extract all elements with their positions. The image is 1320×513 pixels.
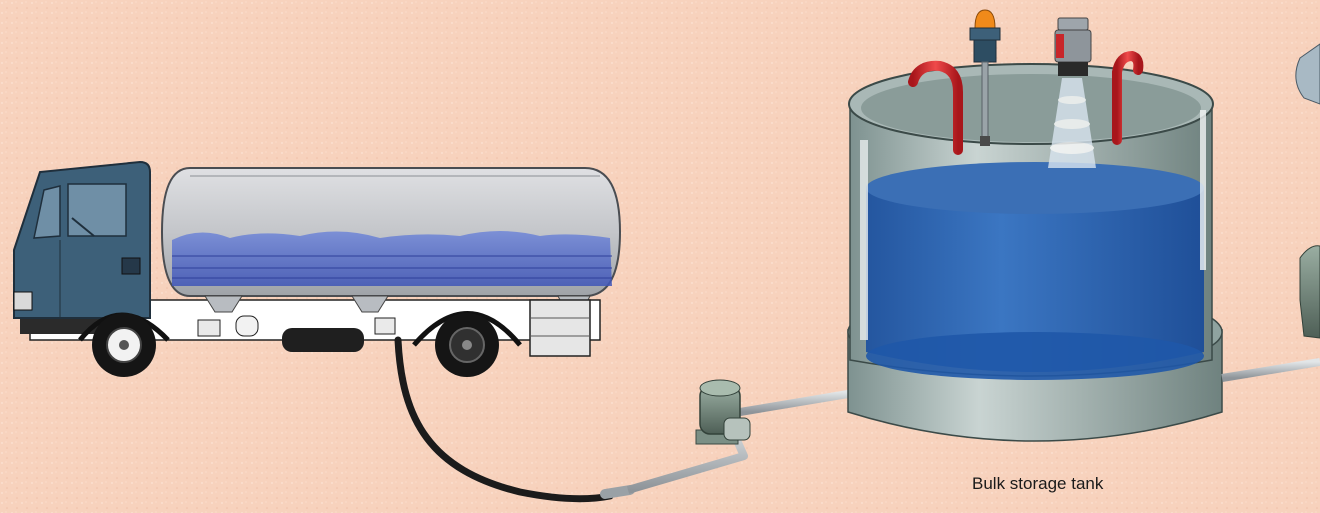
fuel-tank — [282, 328, 364, 352]
tanker-body — [160, 167, 622, 313]
vent-pipe-left — [908, 60, 963, 155]
transfer-hose — [394, 336, 614, 503]
ultrasonic-beam — [1048, 78, 1096, 168]
stored-liquid — [866, 188, 1204, 372]
discharge-pipe — [739, 388, 861, 416]
rear-wheel — [435, 313, 499, 377]
ultrasonic-level-sensor — [1054, 17, 1092, 76]
truck-cab — [13, 160, 151, 319]
vent-pipe-right — [1112, 50, 1144, 145]
front-wheel — [92, 313, 156, 377]
level-probe-with-beacon — [969, 9, 1001, 146]
hose-coupling — [600, 485, 635, 499]
right-edge-device — [1295, 43, 1320, 105]
bulk-storage-tank — [847, 63, 1223, 442]
tanker-truck — [13, 160, 622, 377]
bulk-storage-tank-label: Bulk storage tank — [972, 474, 1104, 493]
beacon-light-icon — [974, 9, 996, 29]
outlet-pipe — [1221, 358, 1320, 382]
transfer-pump — [695, 379, 751, 445]
right-edge-pump — [1299, 245, 1320, 339]
tanker-liquid — [172, 231, 612, 286]
